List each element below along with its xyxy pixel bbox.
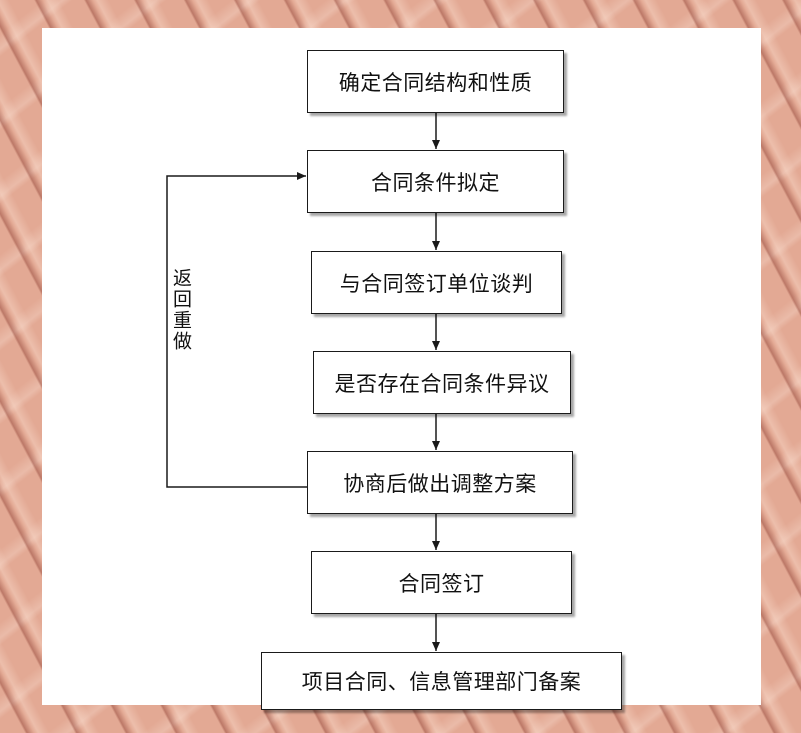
- step-label: 项目合同、信息管理部门备案: [301, 670, 582, 694]
- step-sign-contract: 合同签订: [311, 551, 572, 614]
- loop-back-arrow: [166, 172, 307, 488]
- step-label: 确定合同结构和性质: [338, 70, 533, 95]
- step-label: 是否存在合同条件异议: [334, 371, 550, 396]
- step-check-objection: 是否存在合同条件异议: [313, 351, 571, 414]
- loop-label: 返回重做: [170, 268, 192, 352]
- step-label: 协商后做出调整方案: [343, 471, 537, 496]
- step-negotiate: 与合同签订单位谈判: [311, 251, 562, 314]
- step-file-record: 项目合同、信息管理部门备案: [261, 652, 622, 710]
- step-draft-conditions: 合同条件拟定: [307, 150, 564, 213]
- step-label: 合同条件拟定: [371, 170, 500, 195]
- step-label: 合同签订: [398, 571, 485, 596]
- step-adjust-plan: 协商后做出调整方案: [307, 451, 573, 514]
- step-label: 与合同签订单位谈判: [339, 271, 534, 296]
- step-define-structure: 确定合同结构和性质: [307, 50, 564, 113]
